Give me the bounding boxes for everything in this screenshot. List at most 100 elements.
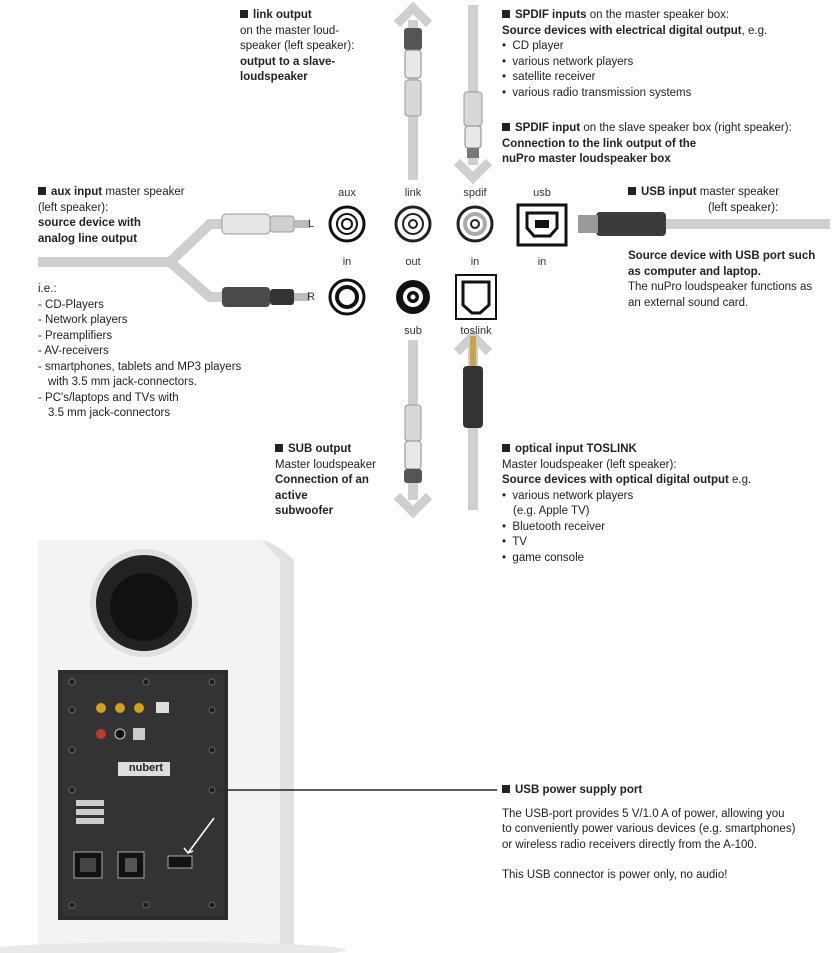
list-item: - CD-Players bbox=[38, 298, 104, 311]
toslink-port bbox=[455, 274, 497, 320]
list-item-text: game console bbox=[512, 551, 585, 564]
sub-output-bold: active bbox=[275, 489, 308, 502]
list-item-text: various radio transmission systems bbox=[512, 86, 692, 99]
link-output-title: link output bbox=[253, 9, 312, 21]
port-label-spdif: spdif bbox=[463, 187, 487, 199]
spdif-slave-text: SPDIF input on the slave speaker box (ri… bbox=[502, 121, 792, 168]
sub-output-title: SUB output bbox=[288, 443, 352, 455]
usb-input-bold: Source device with USB port such bbox=[628, 250, 816, 262]
sub-output-arrow bbox=[393, 340, 433, 519]
link-jack bbox=[394, 205, 432, 243]
list-item-text: CD-Players bbox=[45, 298, 104, 311]
list-item-text: smartphones, tablets and MP3 players bbox=[45, 360, 242, 373]
spdif-input-arrow bbox=[453, 5, 493, 185]
list-item-text: TV bbox=[512, 536, 527, 548]
link-output-text: link output on the master loud- speaker … bbox=[240, 8, 354, 86]
usb-input-bold: as computer and laptop. bbox=[628, 265, 761, 278]
list-item: • CD player bbox=[502, 40, 564, 52]
list-item-text: Bluetooth receiver bbox=[512, 520, 606, 533]
list-item-text: various network players bbox=[512, 489, 634, 502]
link-output-line: speaker (left speaker): bbox=[240, 40, 355, 52]
list-item-text: Preamplifiers bbox=[45, 329, 113, 342]
usb-input-line: The nuPro loudspeaker functions as bbox=[628, 281, 813, 293]
link-output-bold: loudspeaker bbox=[240, 71, 308, 83]
port-label-toslink: toslink bbox=[460, 325, 492, 337]
channel-label-R: R bbox=[307, 291, 315, 303]
port-label-aux: aux bbox=[338, 187, 356, 199]
port-label-out: out bbox=[405, 256, 421, 268]
spdif-rca-plug bbox=[463, 91, 483, 158]
toslink-bold: Source devices with optical digital outp… bbox=[502, 474, 729, 486]
usb-input-line: (left speaker): bbox=[708, 201, 779, 214]
spdif-inputs-title-rest: on the master speaker box: bbox=[586, 9, 730, 21]
usb-input-title-rest: master speaker bbox=[696, 186, 780, 198]
list-item: - smartphones, tablets and MP3 players bbox=[38, 360, 242, 373]
port-label-in-aux: in bbox=[342, 256, 352, 268]
port-label-usb: usb bbox=[533, 187, 551, 199]
spdif-slave-bold: nuPro master loudspeaker box bbox=[502, 153, 671, 165]
spdif-slave-bold: Connection to the link output of the bbox=[502, 137, 697, 150]
usb-input-desc: Source device with USB port such as comp… bbox=[628, 249, 815, 311]
port-label-link: link bbox=[404, 187, 422, 199]
usb-power-line: or wireless radio receivers directly fro… bbox=[502, 838, 758, 851]
sub-output-text: SUB output Master loudspeaker Connection… bbox=[275, 442, 376, 520]
spdif-inputs-text: SPDIF inputs on the master speaker box: … bbox=[502, 8, 767, 101]
spdif-jack bbox=[456, 205, 494, 243]
list-item: • Bluetooth receiver bbox=[502, 520, 606, 533]
bullet-square bbox=[502, 10, 510, 18]
aux-list-intro: i.e.: bbox=[38, 283, 57, 295]
list-item: • game console bbox=[502, 551, 585, 564]
toslink-cable bbox=[453, 329, 493, 510]
usb-power-line: The USB-port provides 5 V/1.0 A of power… bbox=[502, 807, 785, 820]
toslink-line: Master loudspeaker (left speaker): bbox=[502, 458, 677, 471]
aux-cable bbox=[38, 213, 310, 307]
usb-power-note: This USB connector is power only, no aud… bbox=[502, 869, 728, 881]
toslink-bold-rest: e.g. bbox=[728, 474, 752, 486]
aux-R-jack bbox=[328, 278, 366, 316]
spdif-slave-title-rest: on the slave speaker box (right speaker)… bbox=[580, 122, 792, 134]
list-item: • satellite receiver bbox=[502, 71, 596, 83]
port-label-in-spdif: in bbox=[470, 256, 480, 268]
usb-power-title: USB power supply port bbox=[515, 784, 643, 796]
toslink-input-text: optical input TOSLINK Master loudspeaker… bbox=[502, 442, 751, 566]
aux-L-jack bbox=[328, 205, 366, 243]
sub-jack bbox=[396, 280, 430, 314]
spdif-inputs-bold-rest: , e.g. bbox=[741, 24, 768, 37]
bullet-square bbox=[240, 10, 248, 18]
list-item-text: PC's/laptops and TVs with bbox=[45, 391, 179, 404]
list-item-text: AV-receivers bbox=[44, 345, 109, 357]
aux-input-line: (left speaker): bbox=[38, 201, 109, 214]
brand-logo: nubert bbox=[128, 762, 164, 774]
usb-power-text: USB power supply port The USB-port provi… bbox=[502, 783, 795, 884]
list-item-text: CD player bbox=[512, 40, 564, 52]
aux-input-title-rest: master speaker bbox=[102, 186, 185, 198]
aux-input-title: aux input bbox=[51, 186, 103, 198]
port-label-sub: sub bbox=[404, 325, 422, 337]
bullet-square bbox=[275, 444, 283, 452]
port-label-in-usb: in bbox=[537, 256, 547, 268]
sub-output-bold: Connection of an bbox=[275, 474, 369, 486]
bullet-square bbox=[502, 123, 510, 131]
aux-input-bold: source device with bbox=[38, 217, 141, 229]
bullet-square bbox=[502, 785, 510, 793]
list-item-continuation: 3.5 mm jack-connectors bbox=[48, 407, 171, 419]
list-item-text: Network players bbox=[45, 314, 128, 326]
spdif-slave-title: SPDIF input bbox=[515, 122, 581, 134]
bullet-square bbox=[38, 187, 46, 195]
usb-input-text: USB input master speaker (left speaker): bbox=[628, 185, 779, 216]
spdif-inputs-title: SPDIF inputs bbox=[515, 9, 587, 21]
usb-cable bbox=[578, 212, 830, 236]
toslink-title: optical input TOSLINK bbox=[515, 443, 637, 455]
list-item-text: various network players bbox=[512, 55, 634, 68]
list-item: • TV bbox=[502, 536, 527, 548]
channel-label-L: L bbox=[307, 218, 315, 230]
list-item: - AV-receivers bbox=[38, 345, 109, 357]
link-output-bold: output to a slave- bbox=[240, 55, 336, 68]
usb-input-line: an external sound card. bbox=[628, 296, 749, 309]
list-item: • various network players bbox=[502, 55, 634, 68]
usb-input-title: USB input bbox=[641, 186, 697, 198]
link-rca-plug bbox=[404, 28, 422, 117]
sub-output-bold: subwoofer bbox=[275, 505, 334, 517]
spdif-inputs-bold: Source devices with electrical digital o… bbox=[502, 24, 742, 37]
